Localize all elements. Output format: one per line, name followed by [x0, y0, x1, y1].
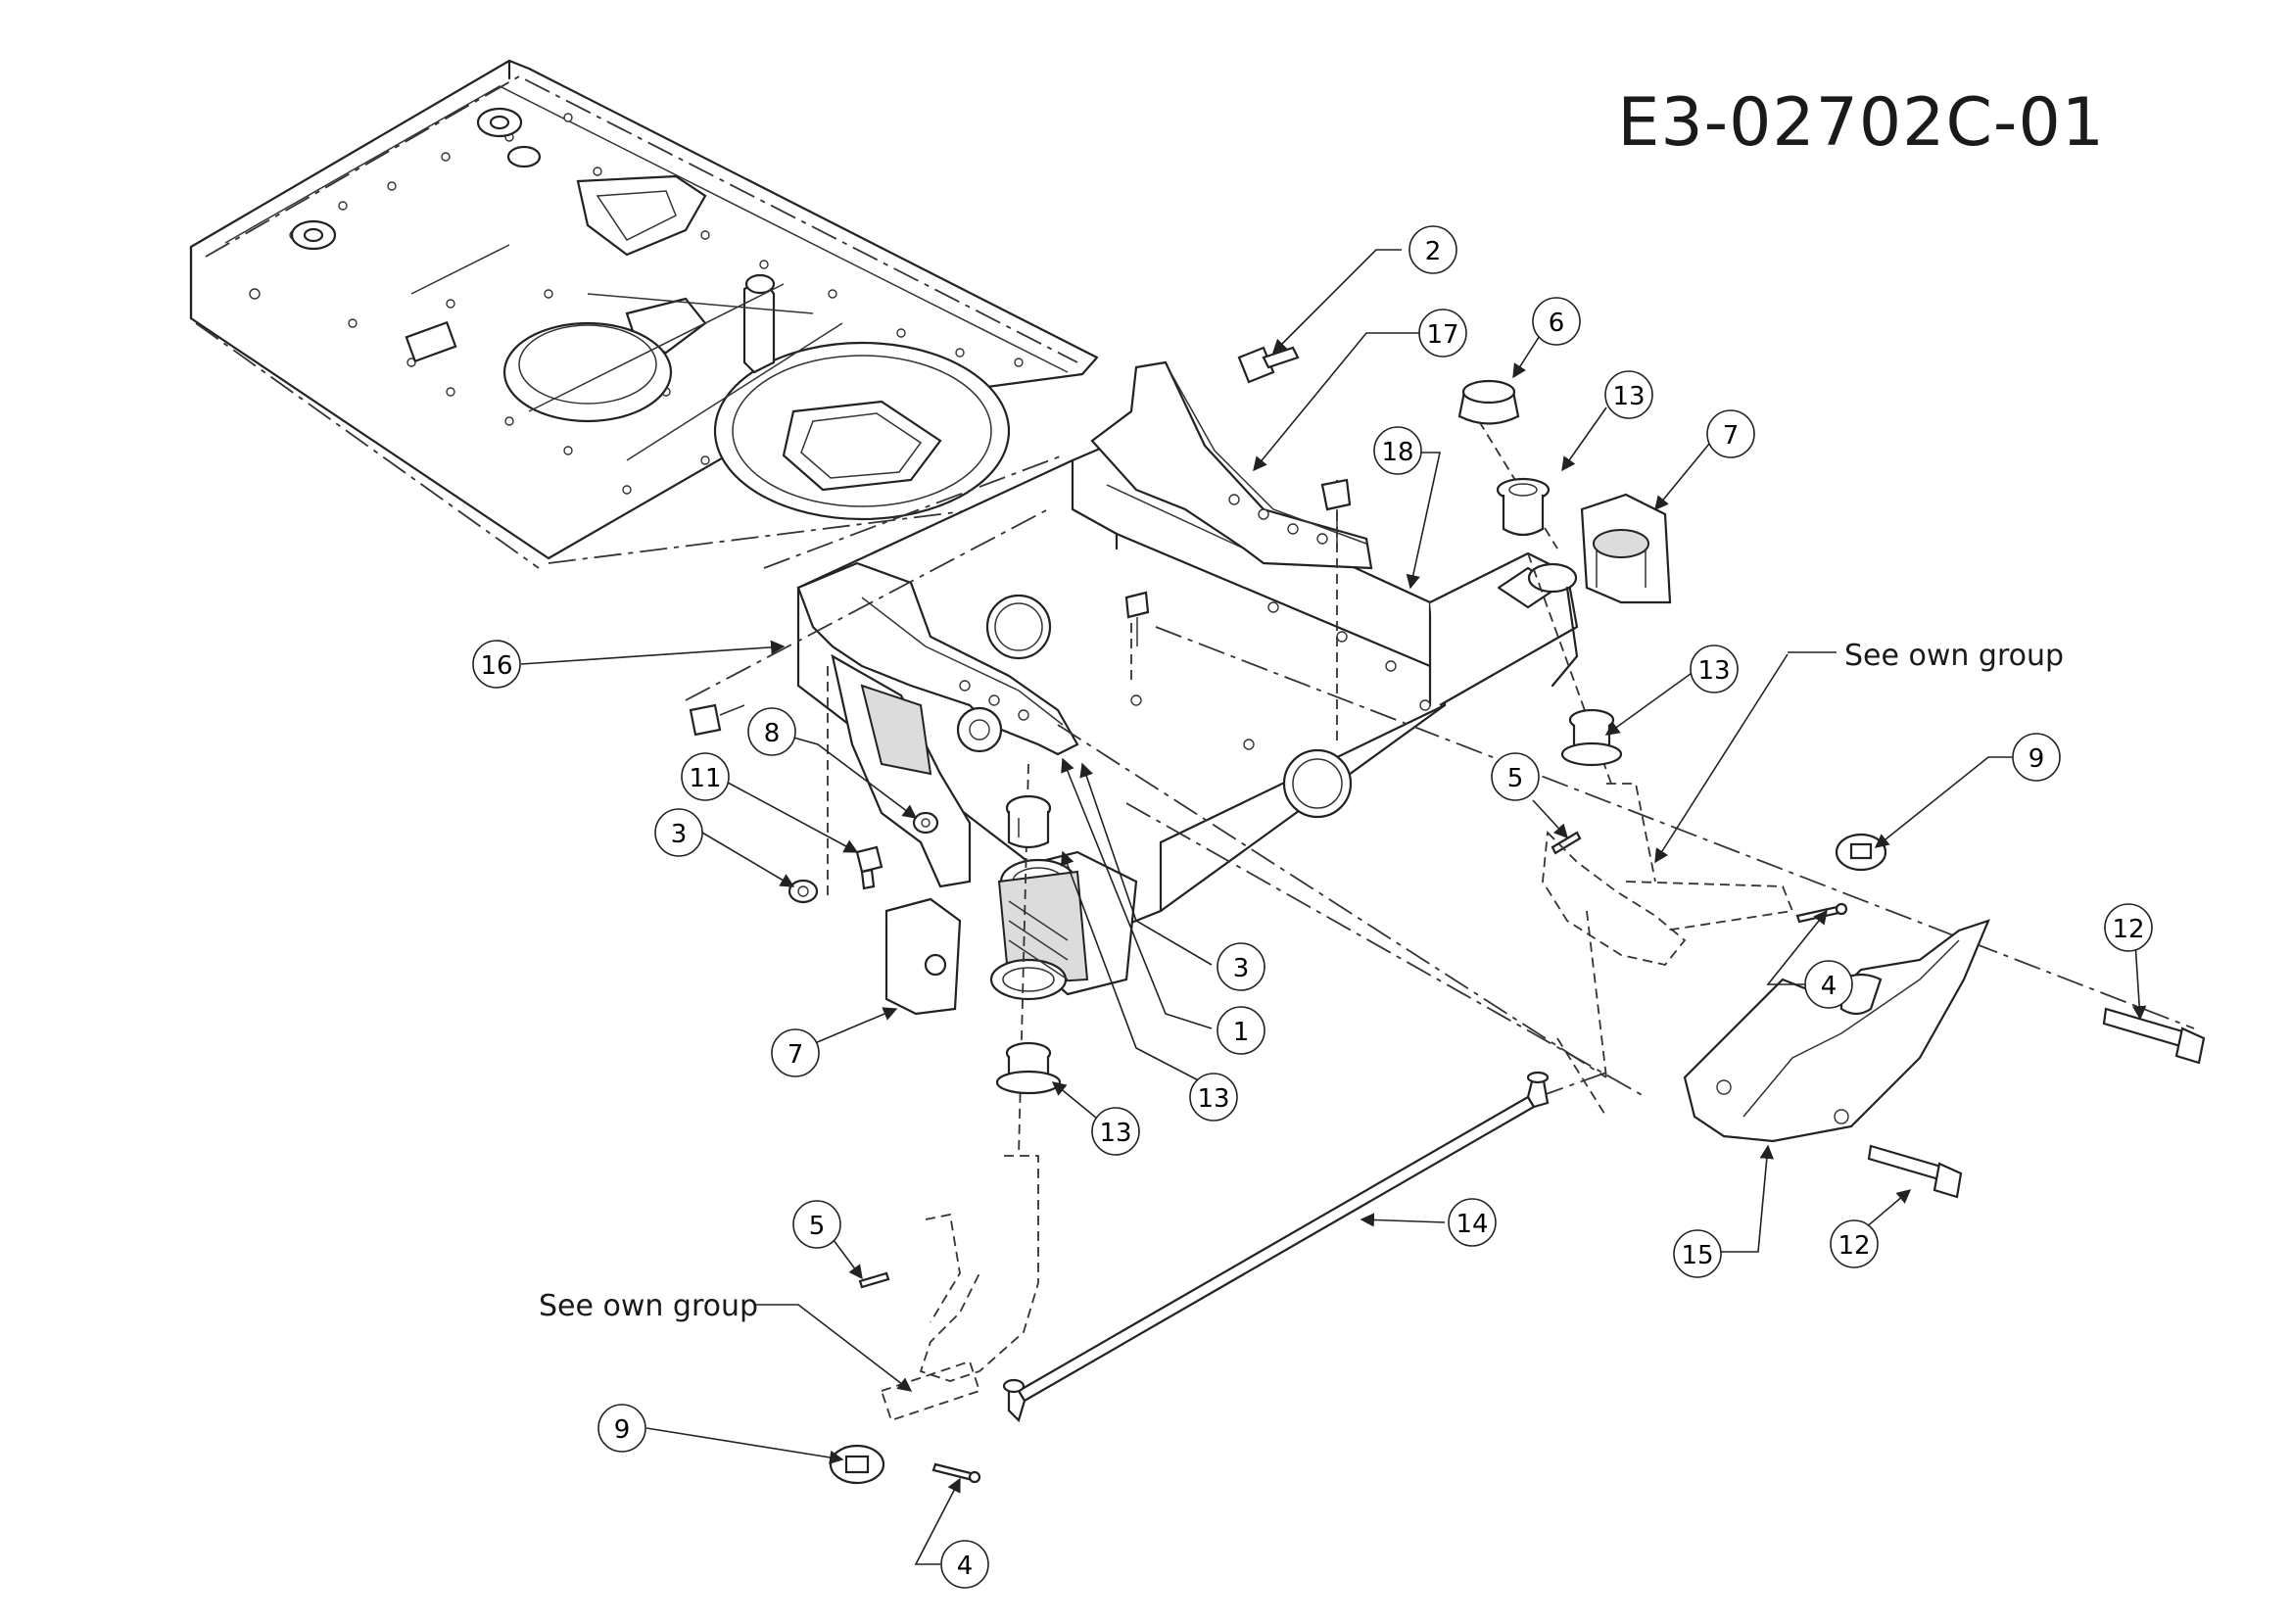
svg-text:12: 12 — [1838, 1231, 1870, 1261]
front-axle-housing — [796, 444, 1579, 1001]
callout-15: 15 — [1673, 1229, 1722, 1278]
callout-4a: 4 — [1804, 960, 1853, 1009]
svg-text:4: 4 — [1821, 972, 1838, 1001]
callouts: 1 2 3 3 4 4 5 5 6 7 7 8 9 9 11 12 12 13 … — [472, 225, 2153, 1589]
callout-12a: 12 — [2104, 903, 2153, 952]
callout-13b: 13 — [1690, 645, 1739, 693]
part-5-pin-b — [858, 1271, 890, 1289]
callout-13d: 13 — [1091, 1107, 1140, 1156]
svg-text:14: 14 — [1456, 1210, 1488, 1239]
part-2-bolt — [1237, 346, 1300, 384]
part-7-sleeve-b — [884, 897, 962, 1016]
leader-lines — [520, 249, 2147, 1565]
bolt-left — [689, 703, 745, 737]
part-13-bushing-b — [1560, 708, 1623, 767]
callout-2: 2 — [1408, 225, 1457, 274]
svg-text:7: 7 — [1723, 421, 1740, 451]
part-4-pin-a — [1795, 902, 1848, 924]
callout-7b: 7 — [771, 1028, 820, 1077]
frame-plate — [189, 59, 1099, 569]
callout-8: 8 — [747, 707, 796, 756]
part-8-washer — [912, 811, 939, 835]
callout-13c: 13 — [1189, 1073, 1238, 1122]
part-4-pin-b — [931, 1462, 981, 1484]
svg-text:13: 13 — [1099, 1119, 1131, 1148]
callout-14: 14 — [1448, 1198, 1497, 1247]
svg-text:1: 1 — [1233, 1018, 1250, 1047]
part-12-bolt-a — [2102, 1007, 2206, 1065]
part-6-cap — [1457, 379, 1520, 425]
diagram-code: E3-02702C-01 — [1617, 84, 2105, 162]
svg-text:9: 9 — [2028, 744, 2045, 774]
callout-4b: 4 — [940, 1540, 989, 1589]
part-3-nut — [788, 879, 819, 904]
svg-text:16: 16 — [480, 651, 512, 681]
svg-text:6: 6 — [1549, 309, 1565, 338]
svg-text:5: 5 — [809, 1212, 826, 1241]
callout-16: 16 — [472, 640, 521, 689]
svg-text:13: 13 — [1697, 656, 1730, 686]
bolt-center — [1124, 591, 1150, 646]
svg-text:13: 13 — [1197, 1084, 1229, 1114]
svg-text:12: 12 — [2112, 915, 2144, 944]
part-13-bushing-a — [1496, 477, 1551, 537]
part-9-washer-b — [829, 1444, 885, 1485]
callout-17: 17 — [1418, 309, 1467, 358]
part-13-bushing-d — [995, 1041, 1062, 1095]
callout-13a: 13 — [1604, 370, 1653, 419]
part-12-bolt-b — [1867, 1144, 1963, 1199]
callout-3b: 3 — [654, 808, 703, 857]
svg-text:2: 2 — [1425, 237, 1442, 266]
spindle-left — [880, 1155, 1039, 1422]
callout-9a: 9 — [2012, 733, 2061, 782]
svg-text:4: 4 — [957, 1552, 974, 1581]
callout-11: 11 — [681, 752, 730, 801]
part-18-bolt — [1320, 478, 1352, 549]
callout-12b: 12 — [1830, 1219, 1879, 1268]
svg-text:13: 13 — [1612, 382, 1645, 411]
part-11-bolt — [855, 845, 883, 890]
see-own-group-note-right: See own group — [1844, 639, 2065, 673]
svg-text:5: 5 — [1507, 764, 1524, 793]
callout-9b: 9 — [597, 1404, 646, 1453]
callout-18: 18 — [1373, 426, 1422, 475]
svg-text:15: 15 — [1681, 1241, 1713, 1270]
part-7-sleeve-a — [1580, 493, 1672, 604]
part-9-washer-a — [1835, 833, 1887, 872]
part-15-bracket — [1683, 919, 1990, 1143]
svg-text:7: 7 — [788, 1040, 804, 1070]
callout-3a: 3 — [1217, 942, 1265, 991]
svg-text:11: 11 — [689, 764, 721, 793]
part-14-tie-rod — [1002, 1071, 1550, 1423]
svg-text:8: 8 — [764, 719, 781, 748]
part-13-bushing-c — [1005, 794, 1052, 849]
callout-7a: 7 — [1706, 409, 1755, 458]
callout-6: 6 — [1532, 297, 1581, 346]
callout-5a: 5 — [1491, 752, 1540, 801]
part-5-pin-a — [1551, 831, 1582, 855]
svg-text:18: 18 — [1381, 438, 1413, 467]
svg-text:9: 9 — [614, 1415, 631, 1445]
construction-lines — [685, 420, 2195, 1157]
see-own-group-note-left: See own group — [539, 1289, 759, 1323]
callout-1: 1 — [1217, 1006, 1265, 1055]
callout-5b: 5 — [792, 1200, 841, 1249]
svg-text:17: 17 — [1426, 320, 1458, 350]
svg-text:3: 3 — [671, 820, 688, 849]
part-17-bracket — [1090, 360, 1373, 570]
svg-text:3: 3 — [1233, 954, 1250, 983]
spindle-right — [1542, 783, 1794, 967]
